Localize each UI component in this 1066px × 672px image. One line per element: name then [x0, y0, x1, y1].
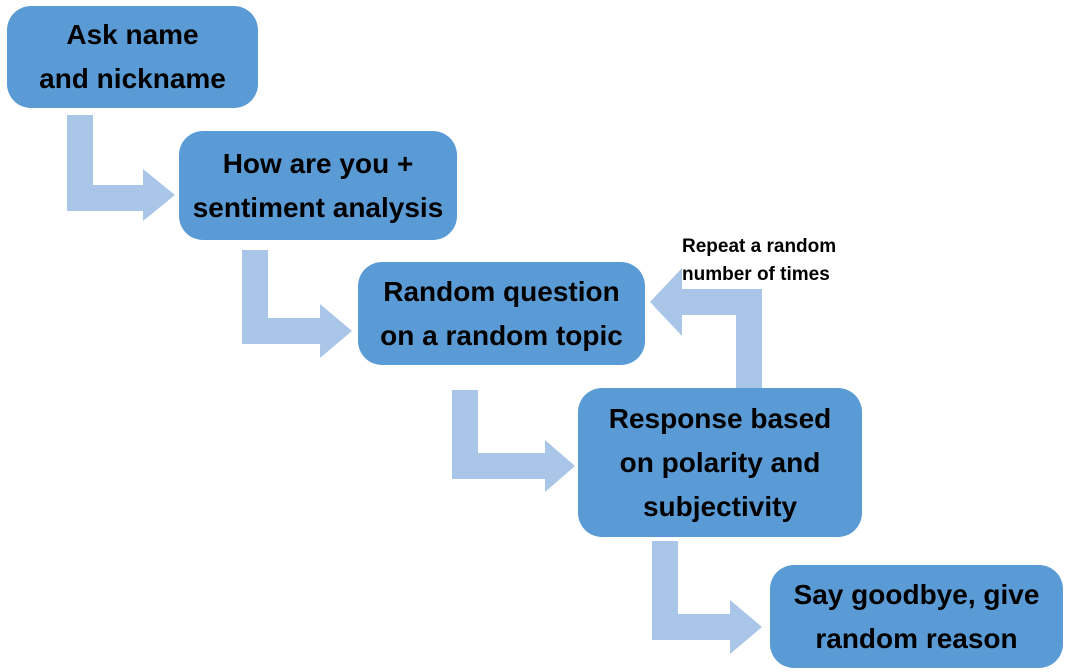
step-ask-name-line1: Ask name — [66, 19, 199, 50]
step-random-question-line1: Random question — [383, 275, 620, 307]
step-how-are-you-line2: sentiment analysis — [192, 191, 444, 223]
arrow-ask-to-how — [67, 115, 175, 221]
step-goodbye: Say goodbye, give random reason — [770, 565, 1063, 668]
repeat-annotation-line2: number of times — [682, 264, 830, 285]
arrow-how-to-random — [242, 250, 352, 358]
step-response-line1: Response based — [608, 402, 832, 434]
step-ask-name-line2: and nickname — [39, 63, 226, 94]
step-goodbye-line1: Say goodbye, give — [793, 578, 1040, 610]
step-random-question-line2: on a random topic — [380, 319, 623, 351]
step-random-question: Random question on a random topic — [358, 262, 645, 365]
arrow-random-to-response — [452, 390, 575, 492]
step-response: Response based on polarity and subjectiv… — [578, 388, 862, 537]
step-how-are-you-line1: How are you + — [222, 147, 414, 179]
step-how-are-you: How are you + sentiment analysis — [179, 131, 457, 240]
step-goodbye-line2: random reason — [815, 622, 1018, 654]
step-response-line2: on polarity and — [619, 446, 821, 478]
repeat-annotation: Repeat a random number of times — [682, 233, 852, 289]
arrow-loop-response-to-random — [650, 268, 762, 389]
repeat-annotation-line1: Repeat a random — [682, 236, 837, 257]
arrow-response-to-goodbye — [652, 541, 762, 654]
step-ask-name: Ask name and nickname — [7, 6, 258, 108]
step-response-line3: subjectivity — [642, 490, 798, 522]
